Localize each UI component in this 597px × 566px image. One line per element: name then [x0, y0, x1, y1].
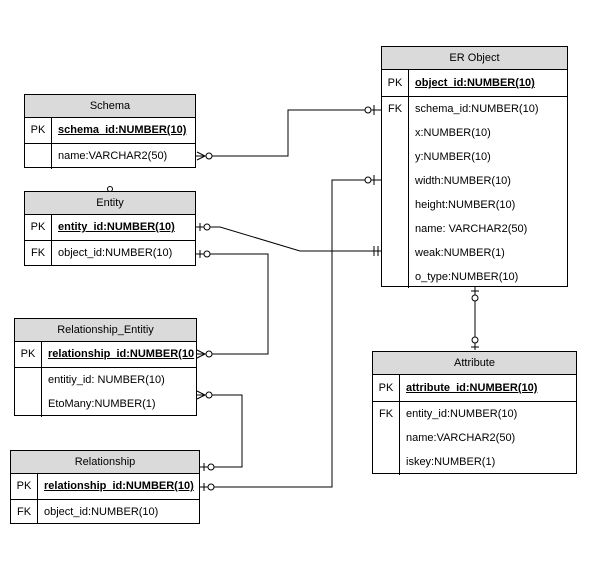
- table-schema[interactable]: Schema PK schema_id:NUMBER(10) name:VARC…: [24, 94, 196, 169]
- table-entity[interactable]: Entity PK entity_id:NUMBER(10) FK object…: [24, 191, 196, 266]
- field: o_type:NUMBER(10): [415, 271, 519, 283]
- field: weak:NUMBER(1): [415, 247, 505, 259]
- fk-label: FK: [387, 103, 403, 115]
- connector-entity-erobject: [196, 226, 381, 252]
- field: object_id:NUMBER(10): [44, 506, 159, 518]
- table-title: ER Object: [382, 47, 567, 70]
- table-title: Relationship_Entitiy: [15, 319, 196, 342]
- fk-label: FK: [378, 408, 394, 420]
- connector-schema-erobject: [196, 109, 381, 157]
- field: EtoMany:NUMBER(1): [48, 398, 156, 410]
- primary-key-field: attribute_id:NUMBER(10): [406, 382, 538, 394]
- pk-label: PK: [373, 375, 400, 401]
- pk-label: PK: [382, 70, 409, 96]
- field: name:VARCHAR2(50): [58, 150, 168, 162]
- connector-entity-relentity: [196, 253, 269, 355]
- table-relationship[interactable]: Relationship PK relationship_id:NUMBER(1…: [10, 450, 200, 524]
- table-er-object[interactable]: ER Object PK object_id:NUMBER(10) FK sch…: [381, 46, 568, 288]
- table-title: Entity: [25, 192, 195, 215]
- field: width:NUMBER(10): [415, 175, 511, 187]
- field: y:NUMBER(10): [415, 151, 491, 163]
- primary-key-field: schema_id:NUMBER(10): [58, 124, 187, 136]
- field: object_id:NUMBER(10): [58, 247, 173, 259]
- field: schema_id:NUMBER(10): [415, 103, 539, 115]
- table-attribute[interactable]: Attribute PK attribute_id:NUMBER(10) FK …: [372, 351, 577, 475]
- field: height:NUMBER(10): [415, 199, 516, 211]
- table-title: Schema: [25, 95, 195, 118]
- field: entitiy_id: NUMBER(10): [48, 374, 165, 386]
- table-relationship-entity[interactable]: Relationship_Entitiy PK relationship_id:…: [14, 318, 197, 417]
- table-title: Attribute: [373, 352, 576, 375]
- field: iskey:NUMBER(1): [406, 456, 496, 468]
- connector-relationship-erobject: [200, 179, 381, 488]
- field: entity_id:NUMBER(10): [406, 408, 518, 420]
- table-title: Relationship: [11, 451, 199, 474]
- primary-key-field: relationship_id:NUMBER(10: [48, 348, 195, 360]
- field: name: VARCHAR2(50): [415, 223, 528, 235]
- pk-label: PK: [15, 342, 42, 367]
- field: name:VARCHAR2(50): [406, 432, 516, 444]
- fk-label: FK: [25, 241, 52, 265]
- pk-label: PK: [11, 474, 38, 499]
- fk-label: FK: [11, 500, 38, 524]
- connector-relentity-relationship: [197, 394, 243, 468]
- primary-key-field: entity_id:NUMBER(10): [58, 221, 175, 233]
- primary-key-field: object_id:NUMBER(10): [415, 77, 535, 89]
- pk-label: PK: [25, 215, 52, 240]
- field: x:NUMBER(10): [415, 127, 491, 139]
- pk-label: PK: [25, 118, 52, 143]
- primary-key-field: relationship_id:NUMBER(10): [44, 480, 194, 492]
